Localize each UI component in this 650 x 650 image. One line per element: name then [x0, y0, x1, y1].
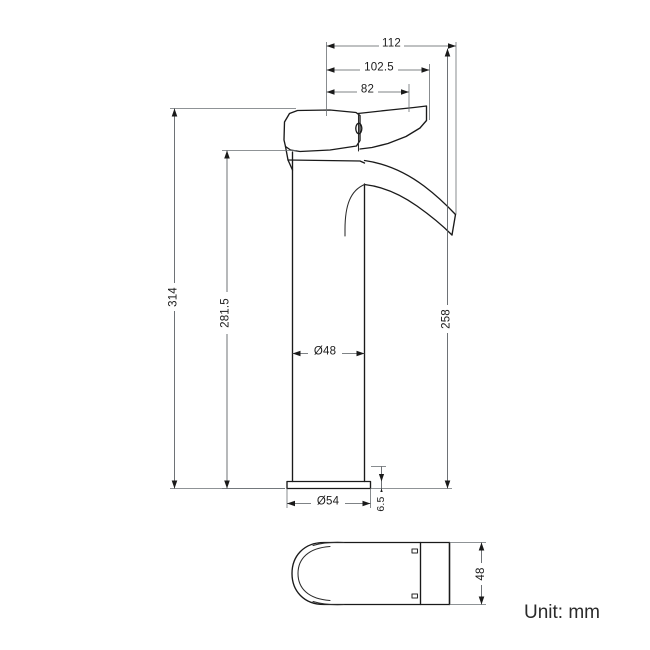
arrow-102-5-left	[326, 67, 335, 73]
arrow-6-5-top	[378, 474, 385, 482]
dimension-314: 314	[166, 108, 181, 489]
dim-112-label-bg	[379, 36, 404, 51]
tap-body-column	[291, 151, 366, 483]
arrow-d48-right	[356, 350, 365, 357]
dim-314-label: 314	[168, 287, 180, 307]
dimension-102-5: 102.5	[326, 60, 430, 75]
dimension-48: 48	[449, 542, 489, 605]
plan-detail-mark-top	[411, 548, 419, 554]
plan-nose-cap-top	[312, 541, 345, 547]
arrow-281-5-top	[224, 150, 230, 159]
arrow-82-left	[326, 89, 335, 95]
tap-base-flange	[286, 480, 372, 490]
dimension-diameter-48: Ø48	[292, 344, 365, 359]
handle-base-ledge	[287, 159, 366, 164]
arrow-d54-right	[362, 500, 371, 507]
spout-lower-profile	[363, 183, 453, 236]
unit-note: Unit: mm	[524, 602, 600, 623]
dim-d48-label: Ø48	[314, 346, 336, 358]
lever-arm	[357, 105, 428, 150]
dimension-6-5: 6.5	[371, 466, 389, 518]
dimension-82: 82	[326, 82, 409, 97]
arrow-48-top	[478, 542, 485, 551]
arrow-48-bottom	[478, 596, 485, 605]
arrow-d54-left	[287, 500, 295, 507]
dim-48-label-bg	[474, 563, 489, 585]
arrow-82-right	[401, 89, 409, 95]
spout-upper-profile	[363, 159, 457, 216]
dim-102-5-label-bg	[360, 60, 398, 75]
dimension-diameter-54: Ø54	[286, 488, 371, 509]
dim-d54-label-bg	[311, 494, 345, 509]
dimension-258: 258	[439, 48, 454, 489]
plan-outer-outline	[291, 541, 451, 606]
right-vertical-dimension: 258	[370, 48, 454, 489]
left-vertical-dimensions: 314 281.5	[166, 108, 296, 489]
dim-314-label-bg	[166, 283, 181, 311]
dim-102-5-label: 102.5	[364, 62, 394, 74]
dim-82-label-bg	[357, 82, 378, 97]
dimension-281-5: 281.5	[218, 150, 233, 489]
dim-281-5-label-bg	[218, 292, 233, 334]
arrow-314-bottom	[171, 480, 178, 489]
arrow-d48-left	[292, 350, 301, 357]
dim-6-5-label: 6.5	[375, 496, 387, 511]
plan-nose-cap-bottom	[312, 600, 345, 606]
dimension-112: 112	[326, 36, 456, 51]
plan-detail-mark-bottom	[411, 593, 419, 599]
arrow-281-5-bottom	[224, 480, 230, 489]
plan-inner-offset	[297, 545, 331, 602]
dim-d54-label: Ø54	[317, 496, 340, 508]
arrow-258-top	[444, 48, 451, 57]
front-elevation-view	[283, 105, 457, 490]
spout-outlet-face	[451, 213, 457, 236]
arrow-112-right	[448, 43, 456, 49]
arrow-112-left	[326, 43, 335, 49]
arrow-258-bottom	[444, 480, 451, 489]
spout-shoulder-fillet	[344, 183, 366, 231]
top-horizontal-dimensions: 112 102.5 82	[326, 36, 457, 214]
plan-view: 48	[291, 541, 489, 606]
dim-48-label: 48	[475, 567, 487, 580]
dim-258-label-bg	[439, 305, 454, 333]
dim-6-5-label-bg	[374, 492, 389, 518]
lever-handle-body	[283, 109, 361, 153]
arrow-102-5-right	[421, 67, 430, 73]
dim-d48-label-bg	[308, 344, 342, 359]
lever-pivot-ellipse	[355, 122, 363, 135]
dim-82-label: 82	[361, 84, 374, 96]
dim-112-label: 112	[382, 38, 401, 50]
arrow-314-top	[171, 108, 178, 117]
dim-281-5-label: 281.5	[220, 298, 232, 328]
dim-258-label: 258	[441, 309, 453, 329]
